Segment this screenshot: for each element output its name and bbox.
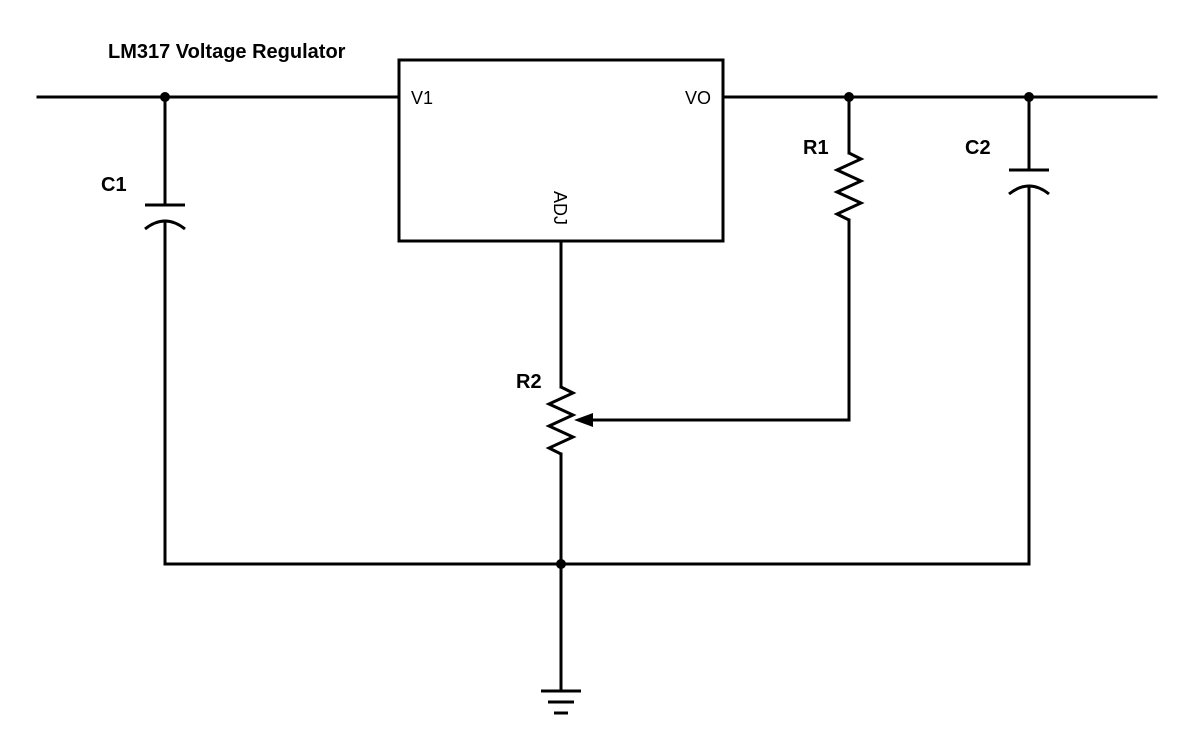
- pin-label-adjust: ADJ: [550, 191, 570, 225]
- r1-label: R1: [803, 137, 829, 159]
- pin-label-input: V1: [411, 88, 433, 108]
- junction-ground: [556, 559, 566, 569]
- r2-potentiometer-resistor: [545, 385, 577, 456]
- pin-label-output: VO: [685, 88, 711, 108]
- diagram-title: LM317 Voltage Regulator: [108, 41, 346, 63]
- c1-label: C1: [101, 174, 127, 196]
- r1-resistor: [833, 151, 865, 222]
- r2-label: R2: [516, 371, 542, 393]
- ground-icon: [541, 689, 581, 715]
- wiper-arrowhead-icon: [574, 413, 593, 427]
- c2-label: C2: [965, 137, 991, 159]
